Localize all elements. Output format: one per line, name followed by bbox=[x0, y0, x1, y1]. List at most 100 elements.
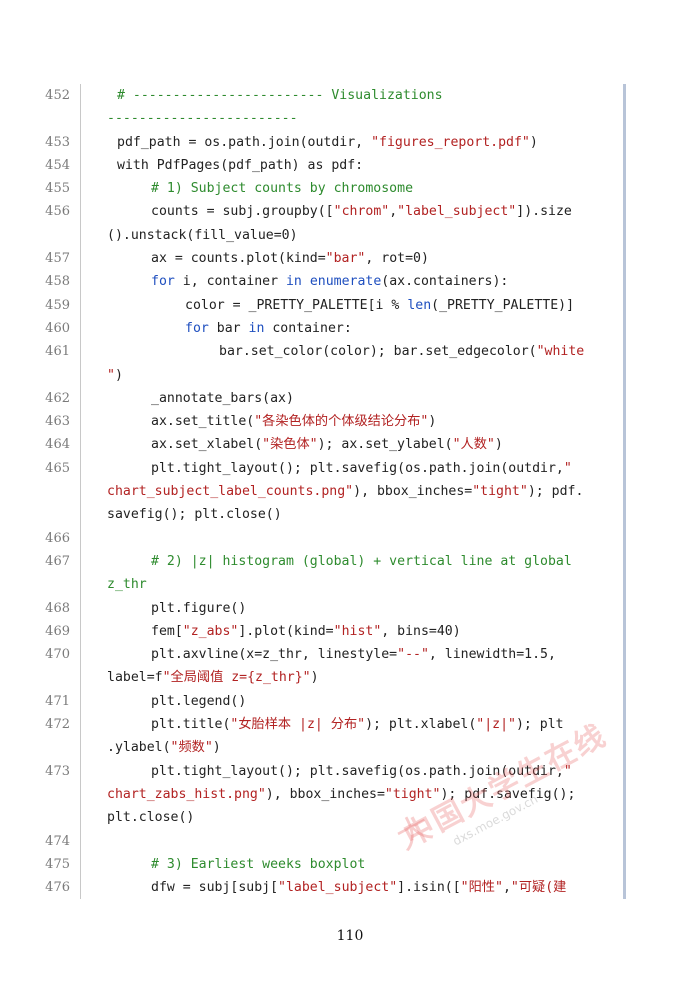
code-token bbox=[302, 274, 310, 289]
code-token: ().unstack(fill_value=0) bbox=[107, 227, 298, 243]
code-token: counts = subj.groupby([ bbox=[151, 204, 334, 220]
code-text: fem["z_abs"].plot(kind="hist", bins=40) bbox=[107, 620, 617, 643]
code-line: 458 for i, container in enumerate(ax.cont… bbox=[40, 270, 626, 294]
code-token: .ylabel( bbox=[107, 740, 171, 756]
code-line: plt.close() bbox=[40, 806, 626, 830]
code-token: chart_zabs_hist.png" bbox=[107, 786, 266, 802]
code-text: ------------------------ bbox=[107, 107, 617, 130]
code-token: "可疑(建 bbox=[510, 880, 567, 896]
code-line: 455# 1) Subject counts by chromosome bbox=[40, 177, 626, 201]
line-number: 457 bbox=[45, 251, 70, 267]
code-text: _annotate_bars(ax) bbox=[107, 387, 617, 410]
code-token: for bbox=[185, 320, 209, 336]
code-text: # ------------------------ Visualization… bbox=[107, 84, 617, 107]
line-number: 455 bbox=[45, 181, 70, 197]
code-token: ) bbox=[428, 414, 437, 430]
code-token: , bbox=[502, 880, 511, 896]
code-line: ") bbox=[40, 363, 626, 387]
code-token: ].isin([ bbox=[397, 880, 461, 896]
code-token: "|z|" bbox=[476, 717, 516, 733]
code-token: "tight" bbox=[472, 484, 528, 500]
code-line: 467# 2) |z| histogram (global) + vertica… bbox=[40, 549, 626, 574]
line-number: 468 bbox=[45, 600, 70, 616]
code-text: # 3) Earliest weeks boxplot bbox=[107, 853, 617, 876]
line-number: 469 bbox=[45, 623, 70, 639]
code-line: 461 bar.set_color(color); bar.set_edgecol… bbox=[40, 340, 626, 364]
code-token: "figures_report.pdf" bbox=[371, 134, 530, 150]
line-number: 460 bbox=[45, 320, 70, 336]
line-number: 453 bbox=[45, 134, 70, 150]
code-token: " bbox=[563, 460, 572, 476]
code-token: ); pdf.savefig(); bbox=[440, 786, 576, 802]
code-token: ------------------------ bbox=[107, 111, 298, 127]
code-token: "z_abs" bbox=[182, 623, 239, 639]
code-text: ax.set_xlabel("染色体"); ax.set_ylabel("人数"… bbox=[107, 433, 617, 456]
line-number: 452 bbox=[45, 88, 70, 103]
code-text: # 2) |z| histogram (global) + vertical l… bbox=[107, 550, 617, 573]
code-token: ); plt.xlabel( bbox=[365, 717, 477, 733]
code-token: ) bbox=[114, 367, 123, 383]
code-line: label=f"全局阈值 z={z_thr}") bbox=[40, 666, 626, 690]
code-text: z_thr bbox=[107, 573, 617, 596]
code-text: .ylabel("频数") bbox=[107, 736, 617, 759]
code-token: "女胎样本 |z| 分布" bbox=[230, 717, 366, 733]
code-line: 452 # ------------------------ Visualizat… bbox=[40, 84, 626, 108]
code-token: i, container bbox=[174, 274, 286, 290]
code-text: plt.tight_layout(); plt.savefig(os.path.… bbox=[107, 457, 617, 480]
code-text: label=f"全局阈值 z={z_thr}") bbox=[107, 666, 617, 689]
code-token: ); plt bbox=[515, 717, 564, 733]
line-number: 462 bbox=[45, 390, 70, 406]
line-number: 471 bbox=[45, 693, 70, 709]
code-token: # ------------------------ Visualization… bbox=[117, 88, 443, 103]
code-line: 469 fem["z_abs"].plot(kind="hist", bins=4… bbox=[40, 619, 626, 644]
code-token: " bbox=[107, 367, 115, 383]
code-text: bar.set_color(color); bar.set_edgecolor(… bbox=[107, 340, 617, 363]
code-token: ax.set_title( bbox=[151, 414, 255, 430]
code-line: z_thr bbox=[40, 573, 626, 597]
code-token: ), bbox_inches= bbox=[353, 484, 473, 500]
code-line: savefig(); plt.close() bbox=[40, 503, 626, 527]
line-number: 461 bbox=[45, 344, 70, 360]
code-text: chart_zabs_hist.png"), bbox_inches="tigh… bbox=[107, 783, 617, 806]
page-number: 110 bbox=[336, 928, 364, 944]
code-token: "chrom" bbox=[333, 204, 390, 220]
code-text: with PdfPages(pdf_path) as pdf: bbox=[107, 154, 617, 177]
code-line: 466 bbox=[40, 526, 626, 550]
code-text: ") bbox=[107, 364, 617, 387]
code-token: plt.tight_layout(); plt.savefig(os.path.… bbox=[151, 763, 564, 779]
code-token: ); pdf. bbox=[527, 484, 584, 500]
code-line: 462 _annotate_bars(ax) bbox=[40, 386, 626, 411]
code-token: "white bbox=[536, 344, 585, 360]
code-token: chart_subject_label_counts.png" bbox=[107, 484, 354, 500]
code-token: savefig(); plt.close() bbox=[107, 507, 282, 523]
code-token: , rot=0) bbox=[365, 251, 429, 267]
line-number: 459 bbox=[45, 297, 70, 313]
code-token: "阳性" bbox=[460, 880, 503, 896]
line-number: 454 bbox=[45, 157, 70, 173]
code-token: ) bbox=[494, 437, 503, 453]
line-number: 476 bbox=[45, 880, 70, 896]
code-token: ]).size bbox=[516, 204, 572, 220]
code-token: ) bbox=[529, 134, 538, 150]
code-token: ) bbox=[310, 670, 319, 686]
code-token: _annotate_bars(ax) bbox=[151, 390, 294, 406]
line-number: 473 bbox=[45, 763, 70, 779]
code-text: for i, container in enumerate(ax.contain… bbox=[107, 270, 617, 293]
code-token: plt.title( bbox=[151, 717, 231, 733]
code-token: in bbox=[285, 274, 302, 290]
code-token: ax = counts.plot(kind= bbox=[151, 251, 326, 267]
code-token: "各染色体的个体级结论分布" bbox=[254, 414, 429, 430]
code-token: "染色体" bbox=[262, 437, 318, 453]
line-number: 458 bbox=[45, 274, 70, 290]
code-line: chart_subject_label_counts.png"), bbox_i… bbox=[40, 480, 626, 504]
code-token: plt.close() bbox=[107, 810, 195, 826]
